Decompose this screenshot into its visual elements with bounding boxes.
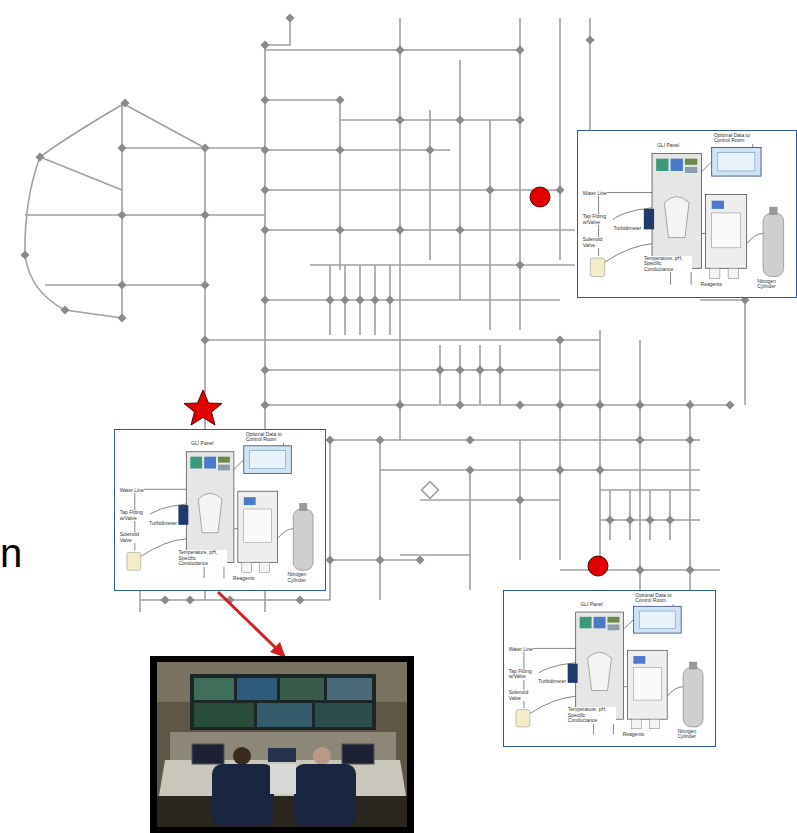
station-part-label: Reagents bbox=[622, 732, 644, 738]
station-part-label: Solenoid Valve bbox=[582, 237, 605, 248]
station-dot bbox=[530, 187, 550, 207]
station-dot bbox=[588, 556, 608, 576]
station-part-label: Turbidimeter bbox=[149, 521, 176, 527]
station-part-label: Solenoid Valve bbox=[508, 690, 531, 701]
star-marker bbox=[184, 390, 222, 425]
station-panel: Optional Data to Control RoomWater LineT… bbox=[577, 130, 797, 298]
station-part-label: Solenoid Valve bbox=[119, 532, 142, 543]
station-part-label: Optional Data to Control Room bbox=[245, 432, 294, 443]
station-part-label: Optional Data to Control Room bbox=[635, 593, 684, 604]
station-panel: Optional Data to Control RoomWater LineT… bbox=[503, 590, 716, 747]
station-part-label: GLI Panel bbox=[191, 441, 214, 447]
cut-off-letter: n bbox=[0, 533, 22, 573]
station-part-label: Temperature, pH, Specific Conductance bbox=[178, 550, 227, 567]
station-part-label: Temperature, pH, Specific Conductance bbox=[567, 707, 616, 724]
station-part-label: Reagents bbox=[700, 282, 722, 288]
station-part-label: Water Line bbox=[119, 488, 144, 494]
station-part-label: Reagents bbox=[233, 576, 255, 582]
station-part-label: Temperature, pH, Specific Conductance bbox=[643, 256, 692, 273]
station-panel: Optional Data to Control RoomWater LineT… bbox=[114, 429, 326, 591]
station-part-label: Nitrogen Cylinder bbox=[757, 279, 794, 290]
station-part-label: Turbidimeter bbox=[538, 679, 565, 685]
station-part-label: Tap Fitting w/Valve bbox=[508, 669, 539, 680]
station-part-label: Optional Data to Control Room bbox=[713, 133, 762, 144]
station-part-label: Tap Fitting w/Valve bbox=[119, 510, 150, 521]
station-part-label: Nitrogen Cylinder bbox=[287, 572, 324, 583]
station-part-label: GLI Panel bbox=[580, 602, 603, 608]
station-part-label: GLI Panel bbox=[656, 143, 679, 149]
station-part-label: Nitrogen Cylinder bbox=[677, 729, 714, 740]
link-arrow bbox=[218, 592, 286, 658]
station-part-label: Water Line bbox=[582, 191, 607, 197]
control-room-photo bbox=[150, 656, 414, 833]
station-part-label: Water Line bbox=[508, 647, 533, 653]
station-part-label: Turbidimeter bbox=[613, 226, 640, 232]
station-part-label: Tap Fitting w/Valve bbox=[582, 214, 613, 225]
